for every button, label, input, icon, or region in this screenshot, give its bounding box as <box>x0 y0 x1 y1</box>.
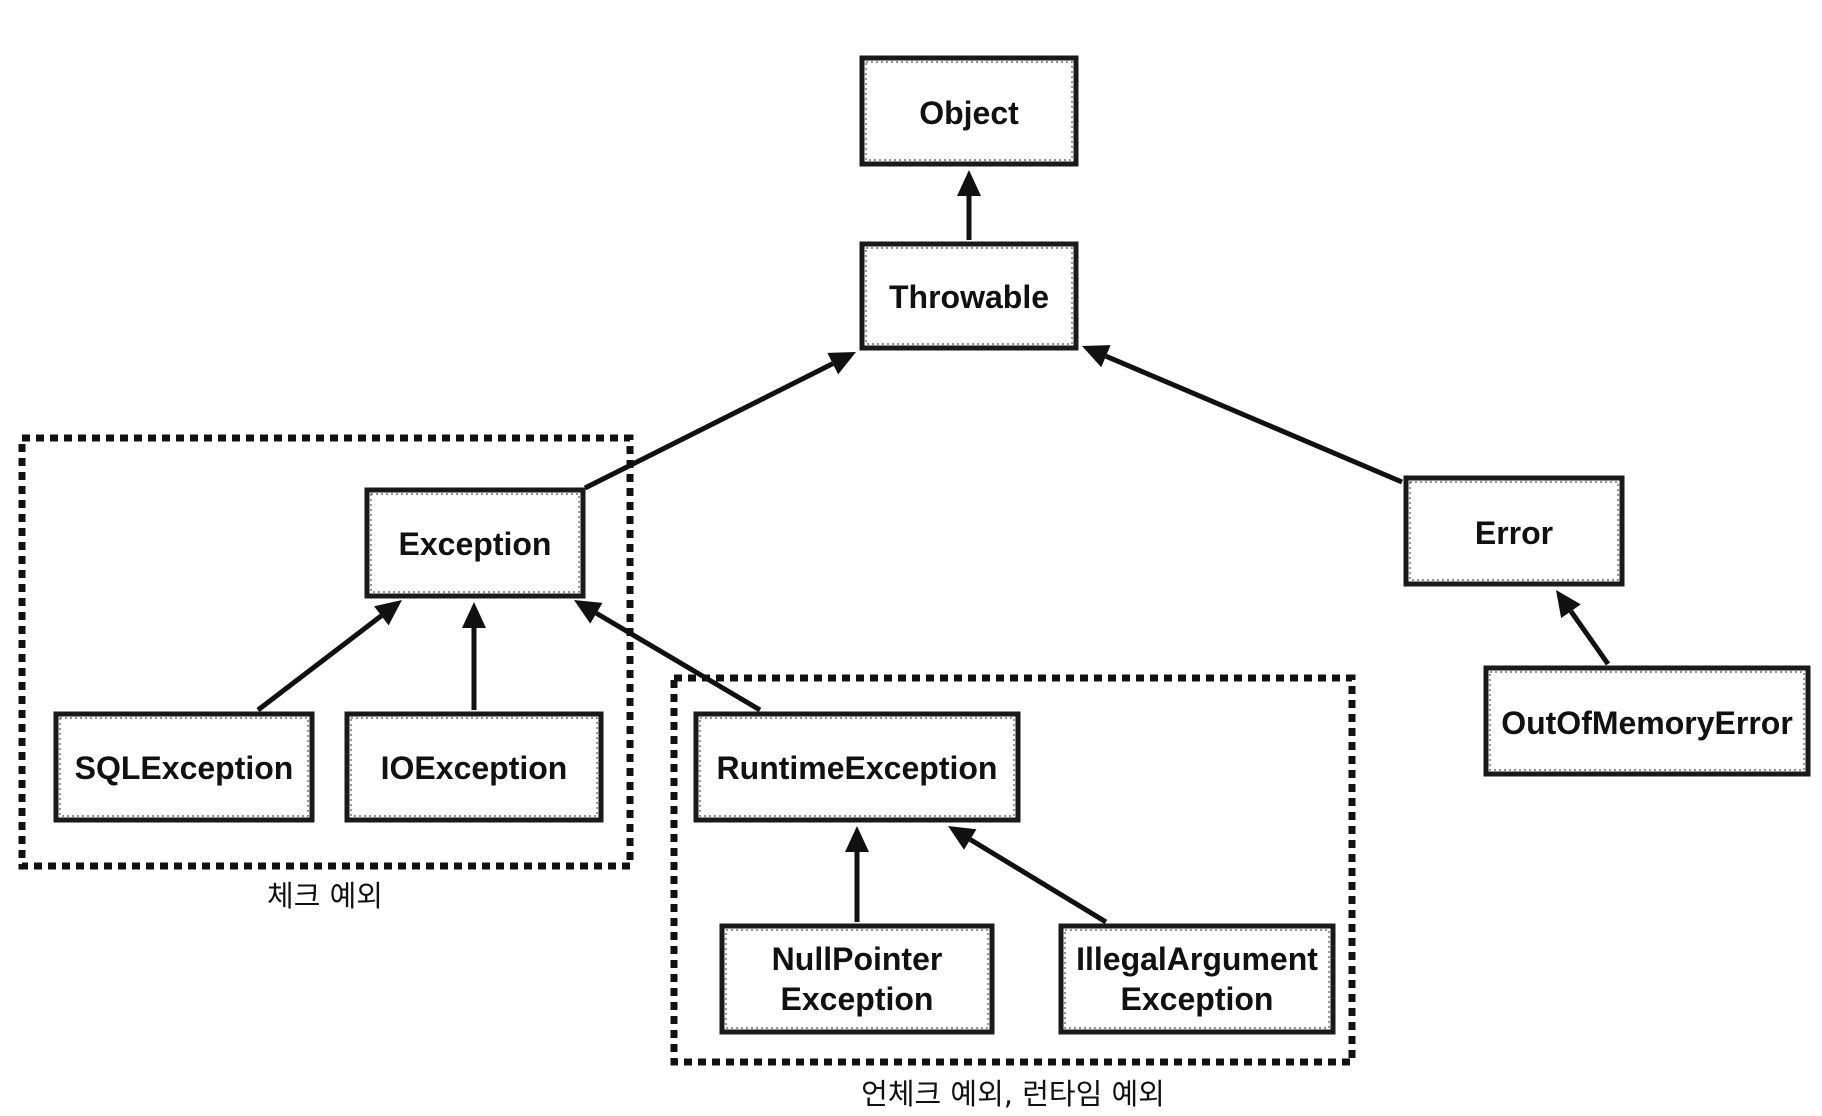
node-runtime-exception-label: RuntimeException <box>717 750 998 786</box>
edge-line <box>583 361 834 491</box>
node-sql-exception: SQLException <box>53 711 315 823</box>
node-exception-label: Exception <box>399 526 552 562</box>
unchecked-exception-group-border <box>670 674 1356 1066</box>
node-error: Error <box>1403 475 1625 587</box>
edge-line <box>256 613 383 712</box>
node-runtime-exception: RuntimeException <box>693 711 1021 823</box>
arrowhead-icon <box>957 170 981 196</box>
edge-null-pointer-exception-to-runtime-exception <box>845 826 869 922</box>
checked-exception-group: 체크 예외 <box>18 434 634 913</box>
edge-line <box>1568 609 1611 666</box>
arrowhead-icon <box>1556 590 1581 619</box>
edge-error-to-throwable <box>1082 345 1403 485</box>
edge-line <box>595 611 762 713</box>
node-null-pointer-exception-label-line1: NullPointer <box>772 941 943 977</box>
edge-line <box>1104 353 1403 485</box>
edge-exception-to-throwable <box>583 352 856 491</box>
edge-illegal-argument-exception-to-runtime-exception <box>948 826 1108 925</box>
node-object-label: Object <box>919 95 1019 131</box>
node-exception: Exception <box>364 487 586 599</box>
arrowhead-icon <box>827 352 856 375</box>
unchecked-exception-group: 언체크 예외, 런타임 예외 <box>670 674 1356 1111</box>
arrowhead-icon <box>462 602 486 628</box>
arrowhead-icon <box>374 600 402 626</box>
node-sql-exception-label: SQLException <box>75 750 294 786</box>
node-out-of-memory-error: OutOfMemoryError <box>1483 665 1811 777</box>
edge-out-of-memory-error-to-error <box>1556 590 1611 666</box>
node-error-label: Error <box>1475 515 1553 551</box>
node-illegal-argument-exception-label-line1: IllegalArgument <box>1076 941 1318 977</box>
node-null-pointer-exception-label-line2: Exception <box>781 981 934 1017</box>
node-throwable: Throwable <box>859 241 1079 351</box>
node-out-of-memory-error-label: OutOfMemoryError <box>1501 705 1793 741</box>
edge-throwable-to-object <box>957 170 981 240</box>
node-illegal-argument-exception-label-line2: Exception <box>1121 981 1274 1017</box>
node-null-pointer-exception: NullPointer Exception <box>719 923 995 1035</box>
arrowhead-icon <box>574 600 603 624</box>
node-illegal-argument-exception: IllegalArgument Exception <box>1058 923 1336 1035</box>
arrowhead-icon <box>948 826 977 850</box>
edge-runtime-exception-to-exception <box>574 600 762 713</box>
checked-exception-group-label: 체크 예외 <box>267 879 383 913</box>
edge-io-exception-to-exception <box>462 602 486 710</box>
node-throwable-label: Throwable <box>889 279 1049 315</box>
node-io-exception-label: IOException <box>381 750 568 786</box>
edge-sql-exception-to-exception <box>256 600 402 712</box>
node-io-exception: IOException <box>344 711 604 823</box>
arrowhead-icon <box>1082 345 1111 368</box>
arrowhead-icon <box>845 826 869 852</box>
edge-line <box>968 837 1108 925</box>
node-object: Object <box>859 55 1079 167</box>
unchecked-exception-group-label: 언체크 예외, 런타임 예외 <box>861 1077 1165 1111</box>
inheritance-edges <box>256 170 1611 925</box>
